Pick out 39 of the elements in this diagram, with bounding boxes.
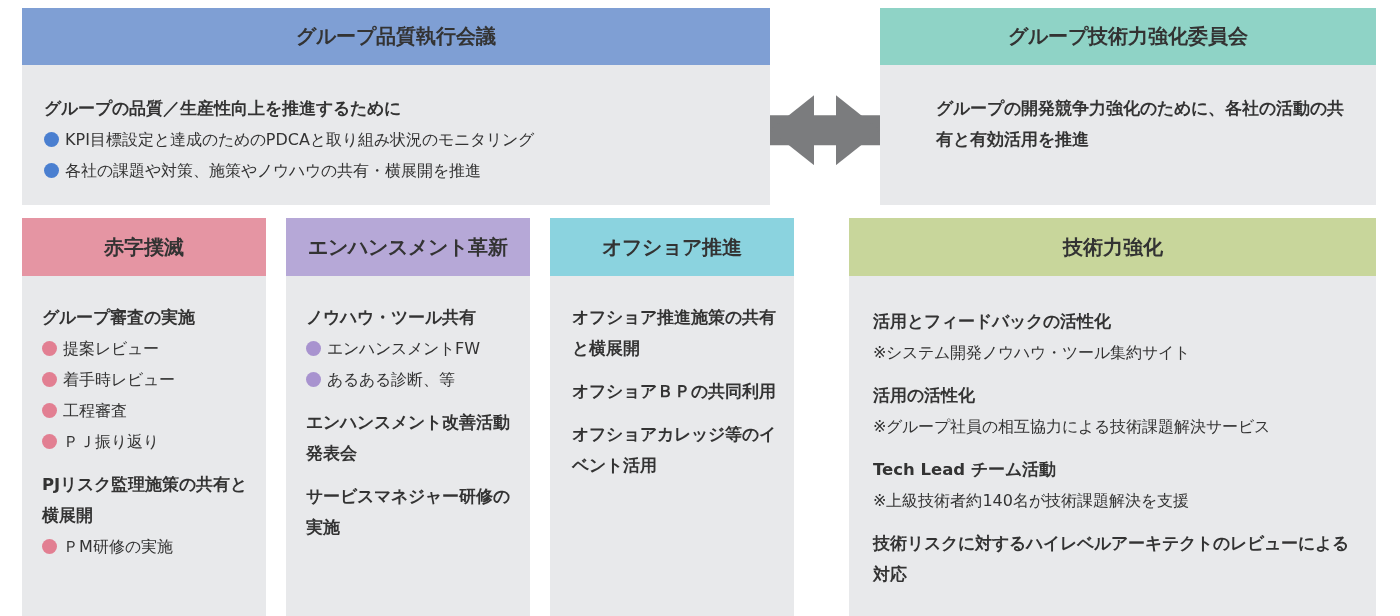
item-heading: ノウハウ・ツール共有 [306,307,477,329]
panel [286,218,530,616]
list-item: エンハンスメントFW [327,338,481,360]
item-heading: オフショアＢＰの共同利用 [572,381,777,403]
list-item: 提案レビュー [63,338,159,360]
item-heading: 技術リスクに対するハイレベルアーキテクトのレビューによる対応 [873,533,1350,586]
list-item: KPI目標設定と達成のためのPDCAと取り組み状況のモニタリング [65,129,534,151]
item-heading: Tech Lead チーム活動 [873,459,1057,481]
panel [880,8,1376,205]
panel [22,8,770,205]
double-arrow [770,95,880,166]
note-text: ※グループ社員の相互協力による技術課題解決サービス [873,416,1272,438]
panel-header: グループ技術力強化委員会 [880,8,1376,65]
item-heading: グループ審査の実施 [42,307,196,329]
item-heading: オフショア推進施策の共有と横展開 [572,307,777,360]
item-heading: PJリスク監理施策の共有と横展開 [42,474,249,527]
item-heading: 活用の活性化 [873,385,976,407]
panel-header: 技術力強化 [849,218,1376,276]
item-heading: エンハンスメント改善活動発表会 [306,412,511,465]
list-item: 着手時レビュー [63,369,175,391]
item-heading: オフショアカレッジ等のイベント活用 [572,424,777,477]
list-item: 各社の課題や対策、施策やノウハウの共有・横展開を推進 [65,160,481,182]
panel-header: グループ品質執行会議 [22,8,770,65]
panel [22,218,266,616]
item-heading: 活用とフィードバックの活性化 [873,311,1112,333]
list-item: 工程審査 [63,400,127,422]
panel-header: 赤字撲滅 [22,218,266,276]
list-item: あるある診断、等 [327,369,455,391]
item-heading: サービスマネジャー研修の実施 [306,486,511,539]
panel [550,218,794,616]
panel-header: オフショア推進 [550,218,794,276]
panel-header: エンハンスメント革新 [286,218,530,276]
item-heading: グループの品質／生産性向上を推進するために [44,98,402,120]
note-text: ※上級技術者約140名が技術課題解決を支援 [873,490,1190,512]
note-text: ※システム開発ノウハウ・ツール集約サイト [873,342,1192,364]
item-heading: グループの開発競争力強化のために、各社の活動の共有と有効活用を推進 [936,98,1345,151]
list-item: ＰM研修の実施 [63,536,173,558]
panel [849,218,1376,616]
list-item: ＰＪ振り返り [63,431,159,453]
